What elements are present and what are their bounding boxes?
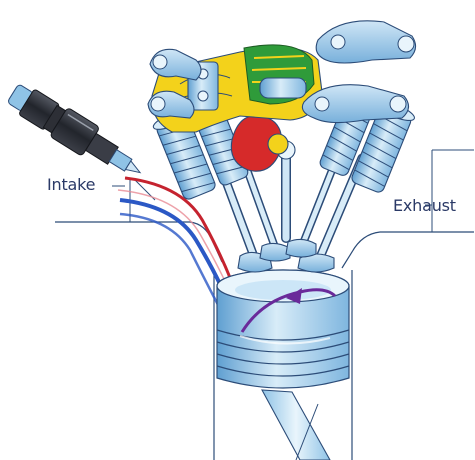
connecting-rod <box>262 390 330 460</box>
exhaust-label: Exhaust <box>393 196 456 215</box>
rocker-arm-left <box>150 49 201 80</box>
rocker-arm-right <box>316 21 415 63</box>
intake-label: Intake <box>47 175 95 194</box>
spark-plug <box>277 141 295 238</box>
fuel-injector <box>4 79 149 187</box>
piston <box>217 270 349 388</box>
